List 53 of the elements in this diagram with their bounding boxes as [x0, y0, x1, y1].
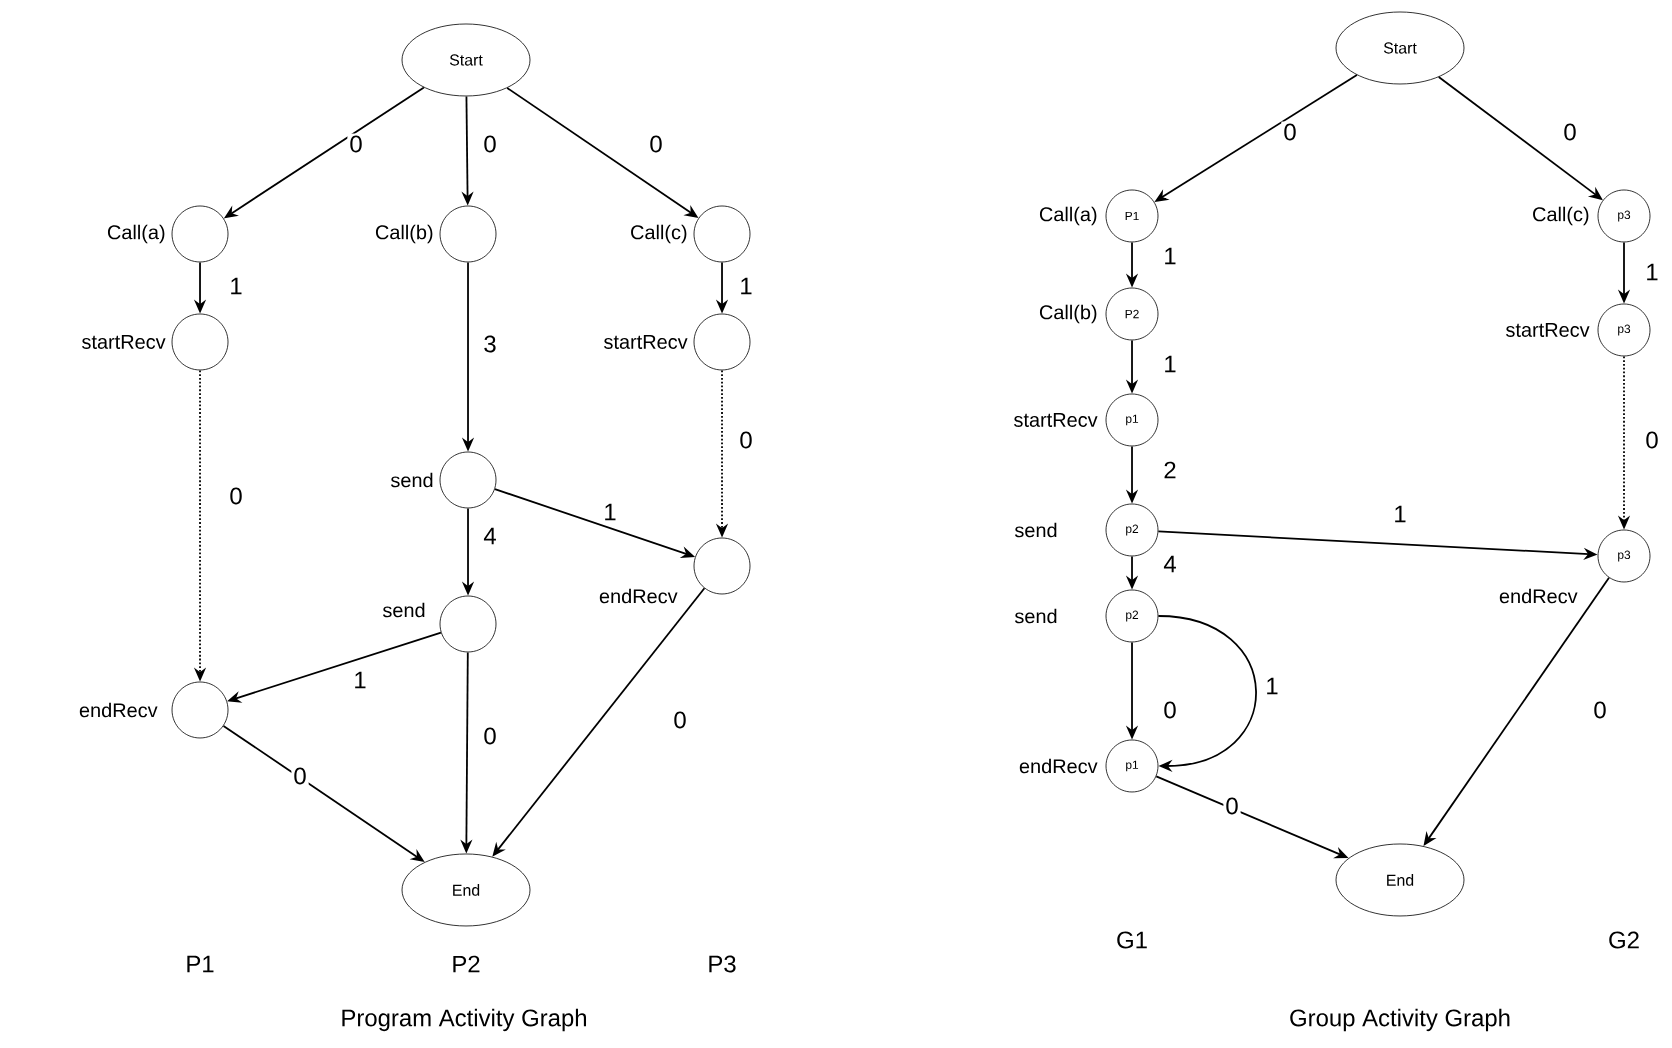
edge-label: 0	[1281, 121, 1299, 143]
edge-label: 0	[1223, 795, 1241, 817]
edge-label: 1	[1263, 675, 1281, 697]
graph-label: Group Activity Graph	[1290, 1008, 1510, 1032]
graph-label: P3	[709, 955, 736, 973]
node-label: Call(b)	[375, 224, 433, 244]
edge-label: 0	[1591, 699, 1609, 721]
node-label: send	[1014, 522, 1057, 538]
edge-label: 0	[1561, 121, 1579, 143]
edge-label: 4	[481, 525, 499, 547]
edge-label: 0	[347, 133, 365, 155]
arrow	[1157, 615, 1257, 773]
edge-label: 0	[737, 429, 755, 451]
node-label: startRecv	[604, 335, 688, 349]
edge-label: 0	[671, 709, 689, 731]
node-label: startRecv	[1506, 323, 1590, 337]
graph-label: P2	[453, 955, 480, 973]
edge-label: 1	[1161, 245, 1179, 267]
edge-label: 0	[1161, 699, 1179, 721]
edge-label: 1	[737, 275, 755, 297]
edge-label: 2	[1161, 459, 1179, 481]
graph-label: G2	[1609, 931, 1639, 949]
node-label: startRecv	[1014, 413, 1098, 427]
node-label: endRecv	[599, 588, 678, 604]
node-label: Call(a)	[107, 224, 165, 244]
node-label: Call(b)	[1039, 304, 1097, 324]
edge-label: 4	[1161, 553, 1179, 575]
node-label: Call(c)	[1533, 206, 1589, 226]
edge-label: 1	[1161, 353, 1179, 375]
edge-label: 0	[1643, 429, 1661, 451]
graph-label: Program Activity Graph	[342, 1008, 586, 1032]
edge-label: 0	[481, 133, 499, 155]
edge-label: 0	[227, 485, 245, 507]
edge-label: 0	[291, 765, 309, 787]
node-label: send	[391, 472, 433, 488]
node-label: send	[1014, 608, 1057, 624]
edge-label: 0	[481, 725, 499, 747]
edge-label: 1	[227, 275, 245, 297]
node-label: Call(c)	[631, 224, 687, 244]
edge-label: 1	[1391, 503, 1409, 525]
node-label: endRecv	[1019, 758, 1098, 774]
node-label: endRecv	[1499, 588, 1578, 604]
edge-label: 1	[1643, 261, 1661, 283]
graph-label: G1	[1117, 931, 1147, 949]
edge-label: 1	[351, 669, 369, 691]
edge-label: 3	[481, 333, 499, 355]
graph-label: P1	[187, 955, 214, 973]
node-label: send	[383, 602, 425, 618]
node-label: endRecv	[79, 702, 158, 718]
node-label: startRecv	[82, 335, 166, 349]
node-label: Call(a)	[1039, 206, 1097, 226]
edge-label: 0	[647, 133, 665, 155]
edge-label: 1	[601, 501, 619, 523]
